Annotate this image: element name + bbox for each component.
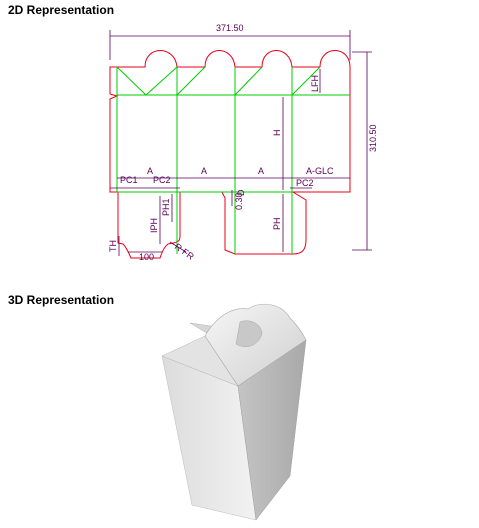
dim-a-glc: A-GLC [306,166,334,176]
dim-r-fr: R FR [173,241,196,262]
dim-d: D [236,189,246,196]
dim-overall-height: 310.50 [368,124,378,152]
dim-overall-width: 371.50 [216,23,244,33]
dimension-lines [109,30,372,256]
dieline-drawing: 371.50 310.50 A A A A-GLC PC1 PC2 PC2 H … [108,23,378,262]
dim-pc1: PC1 [120,175,138,185]
box-top-flap-curve [235,320,263,347]
dim-od: 0.30 [234,192,244,210]
dim-b: 100 [139,252,154,262]
dim-a3: A [258,166,264,176]
crease-lines [116,66,350,254]
title-2d-representation: 2D Representation [8,3,115,17]
dim-a1: A [147,166,153,176]
dim-a2: A [201,166,207,176]
title-3d-representation: 3D Representation [8,293,115,307]
dim-pc2-left: PC2 [153,175,171,185]
cut-outline [109,50,351,259]
dim-th: TH [108,240,118,252]
box-top-flap-heart [204,303,307,387]
dim-iph: IPH [149,218,159,233]
dim-ph1: PH1 [161,198,171,216]
dim-ph: PH [272,217,282,230]
box-3d-render [161,303,307,521]
dim-lfh: LFH [310,75,320,92]
dim-pc2-right: PC2 [296,178,314,188]
dim-h: H [272,130,282,137]
